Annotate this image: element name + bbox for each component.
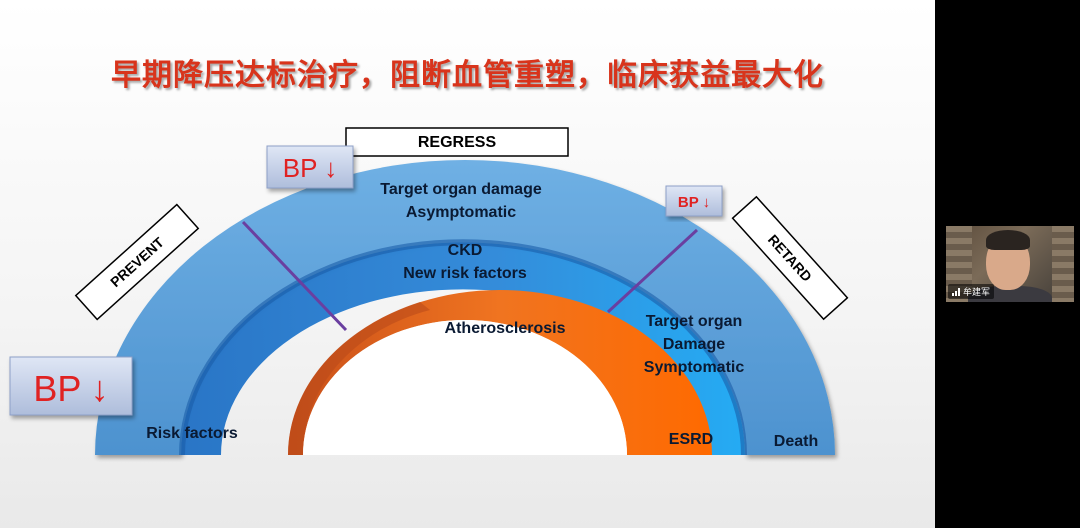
svg-text:BP ↓: BP ↓ [283, 153, 337, 183]
label-tod-symptomatic-1: Target organ [646, 313, 743, 330]
divider-left [241, 220, 348, 332]
label-ckd: CKD [448, 242, 483, 259]
regress-box: REGRESS [345, 127, 569, 157]
label-esrd: ESRD [669, 431, 713, 448]
label-atherosclerosis: Atherosclerosis [445, 320, 566, 337]
participant-video-tile[interactable]: 牟建军 [946, 226, 1074, 302]
middle-arc-band [181, 242, 745, 455]
label-target-organ-damage: Target organ damage [380, 181, 542, 198]
signal-bars-icon [952, 287, 960, 296]
retard-box: RETARD [731, 195, 849, 321]
participant-name: 牟建军 [963, 288, 991, 298]
regress-label: REGRESS [418, 134, 497, 151]
svg-text:BP ↓: BP ↓ [33, 368, 108, 409]
bp-badge-right: BP ↓ [665, 185, 723, 217]
label-new-risk-factors: New risk factors [403, 265, 527, 282]
bp-badge-large: BP ↓ [9, 356, 133, 416]
inner-arc-side [287, 302, 430, 455]
participant-name-tag: 牟建军 [948, 284, 995, 299]
participant-hair [986, 230, 1030, 250]
divider-right [606, 228, 699, 314]
label-tod-symptomatic-3: Symptomatic [644, 359, 745, 376]
bp-continuum-diagram: REGRESS PREVENT RETARD BP ↓ BP ↓ BP ↓ Ta… [9, 127, 849, 455]
inner-arc-band [288, 290, 712, 455]
bookshelf-right [1052, 226, 1074, 302]
outer-arc-band [95, 160, 835, 455]
label-risk-factors: Risk factors [146, 425, 238, 442]
label-tod-symptomatic-2: Damage [663, 336, 725, 353]
label-death: Death [774, 433, 818, 450]
presentation-slide: 早期降压达标治疗，阻断血管重塑，临床获益最大化 [0, 0, 935, 528]
slide-title: 早期降压达标治疗，阻断血管重塑，临床获益最大化 [111, 58, 824, 93]
label-asymptomatic: Asymptomatic [406, 204, 516, 221]
arc-inner-hole [303, 320, 627, 455]
svg-text:BP ↓: BP ↓ [678, 194, 710, 211]
bp-badge-top: BP ↓ [266, 145, 354, 189]
